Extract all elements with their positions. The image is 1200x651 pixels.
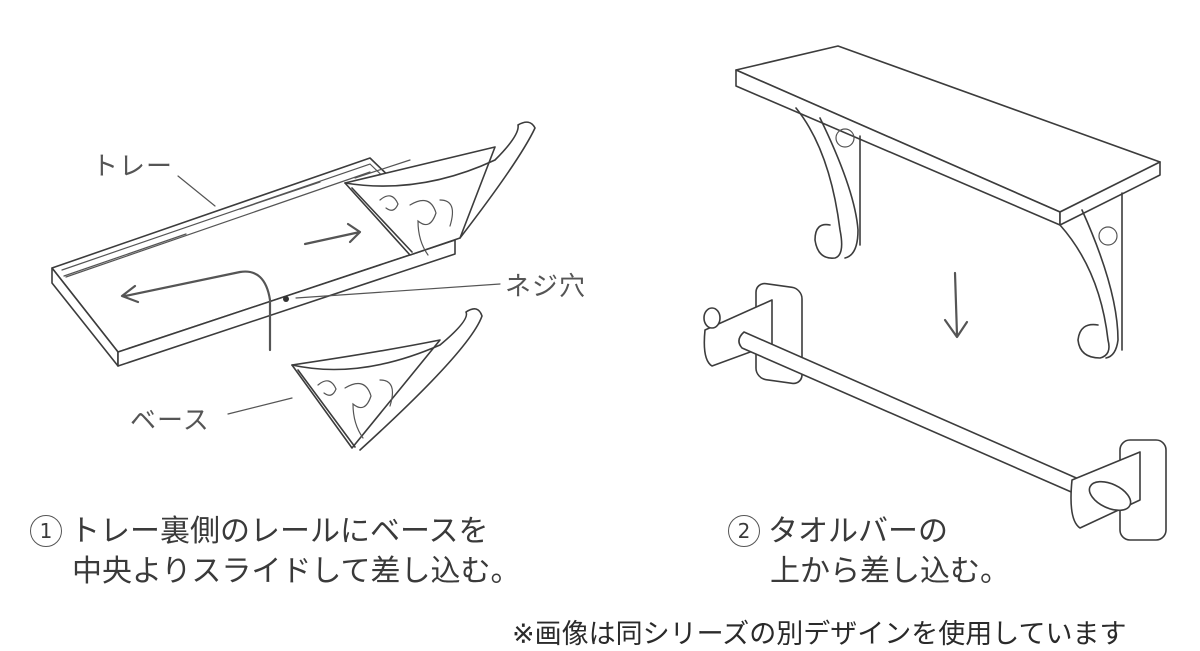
leader-base: [227, 397, 293, 415]
step-1-line-2: 中央よりスライドして差し込む。: [72, 554, 521, 589]
leader-screw-hole: [295, 283, 501, 299]
tray-illustration: [51, 157, 456, 367]
arrow-down-icon: [943, 271, 969, 339]
base-bracket-upper: [344, 121, 536, 256]
label-screw-hole: ネジ穴: [505, 272, 587, 302]
step-1-number: 1: [30, 515, 62, 547]
shelf-illustration: [735, 45, 1161, 359]
label-base: ベース: [130, 406, 210, 436]
towel-bar-illustration: [703, 282, 1167, 541]
step-1-line-1: トレー裏側のレールにベースを: [70, 514, 489, 549]
step-2-number: 2: [728, 515, 760, 547]
step-2-line-1: タオルバーの: [768, 514, 948, 549]
label-tray: トレー: [92, 152, 174, 182]
arrow-left-icon: [120, 270, 272, 352]
arrow-right-icon: [303, 222, 362, 246]
step-2-line-2: 上から差し込む。: [770, 554, 1010, 589]
leader-tray: [177, 175, 216, 207]
screw-hole-dot: [283, 296, 289, 302]
slide-arrows: [120, 222, 362, 352]
base-bracket-lower: [291, 308, 483, 451]
disclaimer-note: ※画像は同シリーズの別デザインを使用しています: [512, 619, 1127, 650]
